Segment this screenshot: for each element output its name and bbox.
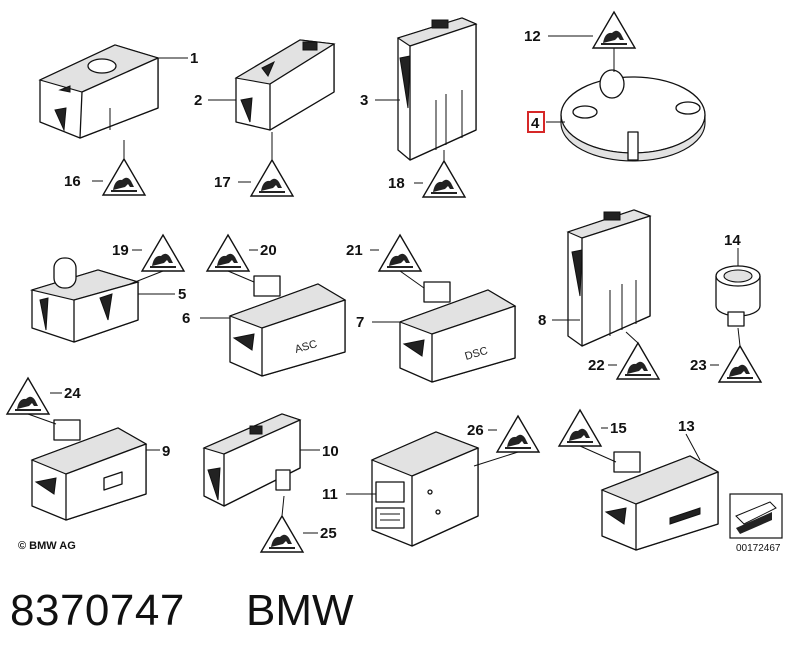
callout-24: 24 [64,385,81,402]
part-8-switch [566,209,652,347]
callout-9: 9 [162,443,170,460]
callout-12: 12 [524,28,541,45]
callout-2: 2 [194,92,202,109]
esd-warning-triangle-icon [378,234,422,272]
highlight-box [527,111,545,133]
part-13-switch [600,451,720,551]
callout-3: 3 [360,92,368,109]
esd-warning-triangle-icon [592,11,636,49]
part-6-asc-switch: ASC [228,275,347,377]
callout-4[interactable]: 4 [531,115,540,132]
esd-warning-triangle-icon [718,345,762,383]
callout-7: 7 [356,314,364,331]
callout-20: 20 [260,242,277,259]
part-7-dsc-switch: DSC [398,281,517,383]
callout-10: 10 [322,443,339,460]
esd-warning-triangle-icon [6,377,50,415]
callout-17: 17 [214,174,231,191]
part-9-switch [30,419,148,521]
part-number: 8370747 [10,586,185,635]
copyright: © BMW AG [18,540,76,552]
esd-warning-triangle-icon [141,234,185,272]
part-10-switch [202,413,302,507]
esd-warning-triangle-icon [558,409,602,447]
esd-warning-triangle-icon [102,158,146,196]
callout-22: 22 [588,357,605,374]
esd-warning-triangle-icon [496,415,540,453]
esd-warning-triangle-icon [250,159,294,197]
callout-25: 25 [320,525,337,542]
brand-name: BMW [246,586,354,635]
corner-arrow-icon [729,493,783,539]
callout-5: 5 [178,286,186,303]
document-number: 00172467 [736,543,781,554]
callout-18: 18 [388,175,405,192]
esd-warning-triangle-icon [422,160,466,198]
part-1-switch [38,44,160,139]
callout-13: 13 [678,418,695,435]
callout-8: 8 [538,312,546,329]
part-2-hazard-switch [234,39,336,131]
esd-warning-triangle-icon [260,515,304,553]
callout-19: 19 [112,242,129,259]
callout-26: 26 [467,422,484,439]
callout-14: 14 [724,232,741,249]
esd-warning-triangle-icon [206,234,250,272]
esd-warning-triangle-icon [616,342,660,380]
callout-11: 11 [322,486,338,503]
part-11-connector [370,431,480,547]
part-14-round-plug [715,265,761,327]
part-3-switch [396,17,478,161]
callout-1: 1 [190,50,198,67]
callout-15: 15 [610,420,627,437]
callout-21: 21 [346,242,363,259]
part-5-push-button [29,257,140,343]
callout-6: 6 [182,310,190,327]
callout-16: 16 [64,173,81,190]
part-4-round-cover [560,69,706,162]
callout-23: 23 [690,357,707,374]
